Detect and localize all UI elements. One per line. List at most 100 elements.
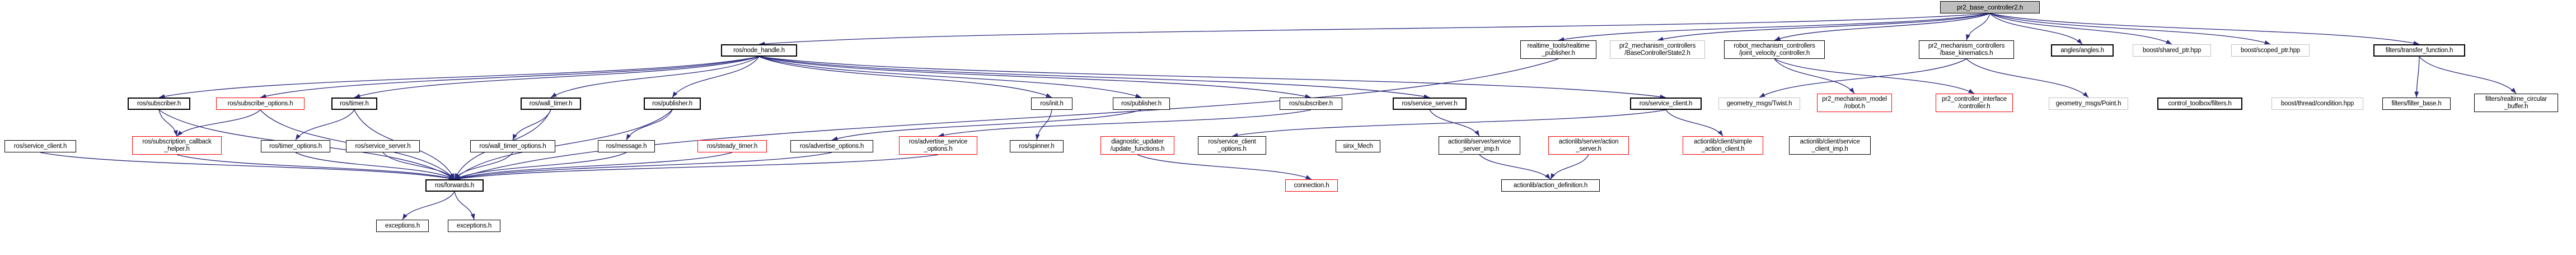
graph-node-label: pr2_mechanism_controllers/base_kinematic… [1928,43,2005,57]
graph-node-label: actionlib/server/service_server_imp.h [1448,138,1511,152]
graph-edge [354,56,760,98]
graph-node-label: exceptions.h [385,222,420,229]
graph-node-n37[interactable]: ros/spinner.h [1010,140,1064,152]
graph-node-n4[interactable]: robot_mechanism_controllers/joint_veloci… [1724,40,1825,59]
graph-node-n48[interactable]: exceptions.h [376,220,429,232]
graph-node-n33[interactable]: ros/message.h [598,140,655,152]
graph-edge [260,56,760,99]
graph-edge [454,152,733,180]
graph-node-n19[interactable]: ros/service_client.h [1630,98,1702,110]
graph-node-label: ros/subscribe_options.h [227,100,293,107]
graph-edge [938,109,1312,137]
graph-node-n44[interactable]: actionlib/client/service_client_imp.h [1789,136,1871,155]
graph-node-label: connection.h [1294,182,1329,189]
graph-edge [758,56,1666,99]
graph-node-n45[interactable]: ros/forwards.h [425,179,484,192]
graph-node-n15[interactable]: ros/init.h [1031,98,1072,110]
graph-node-n30[interactable]: ros/timer_options.h [261,140,330,152]
graph-node-n10[interactable]: ros/subscriber.h [128,98,190,110]
graph-node-n8[interactable]: boost/scoped_ptr.hpp [2231,44,2310,57]
graph-node-n28[interactable]: ros/service_client.h [4,140,76,152]
graph-node-n29[interactable]: ros/subscription_callback_helper.h [132,136,222,155]
graph-edge [176,154,455,180]
graph-node-n13[interactable]: ros/wall_timer.h [521,98,581,110]
graph-node-n5[interactable]: pr2_mechanism_controllers/base_kinematic… [1919,40,2014,59]
graph-node-n49[interactable]: exceptions.h [448,220,500,232]
graph-node-n22[interactable]: pr2_controller_interface/controller.h [1936,94,2013,112]
graph-edge [1774,58,1975,94]
graph-node-label: ros/subscriber.h [1289,100,1333,107]
graph-edge [758,13,1990,47]
graph-node-n16[interactable]: ros/publisher.h [1113,98,1170,110]
graph-node-n14[interactable]: ros/publisher.h [644,98,701,110]
graph-node-label: ros/service_client_options.h [1208,138,1256,152]
graph-edge [454,152,513,180]
graph-node-label: realtime_tools/realtime_publisher.h [1527,43,1590,57]
graph-node-n17[interactable]: ros/subscriber.h [1280,98,1342,110]
graph-node-label: boost/scoped_ptr.hpp [2241,47,2300,54]
graph-edge [626,109,673,141]
graph-node-n12[interactable]: ros/timer.h [331,98,377,110]
graph-edge [454,154,939,181]
graph-node-n9[interactable]: filters/transfer_function.h [2373,44,2465,57]
graph-node-n24[interactable]: control_toolbox/filters.h [2157,98,2242,110]
graph-node-n7[interactable]: boost/shared_ptr.hpp [2133,44,2211,57]
graph-node-n20[interactable]: geometry_msgs/Twist.h [1718,98,1800,110]
graph-node-n40[interactable]: sinx_Mech [1336,140,1380,152]
graph-node-label: boost/shared_ptr.hpp [2142,47,2202,54]
graph-node-n31[interactable]: ros/service_server.h [346,140,420,152]
graph-node-label: ros/timer.h [340,100,369,107]
graph-edge [1966,13,1990,41]
graph-edge [1665,109,1723,137]
graph-node-n32[interactable]: ros/wall_timer_options.h [470,140,555,152]
graph-node-label: ros/init.h [1040,100,1064,107]
graph-node-n41[interactable]: actionlib/server/service_server_imp.h [1439,136,1520,155]
graph-node-n11[interactable]: ros/subscribe_options.h [216,98,305,110]
graph-node-label: ros/advertise_service_options.h [908,138,968,152]
graph-node-n1[interactable]: ros/node_handle.h [721,44,797,57]
graph-node-label: robot_mechanism_controllers/joint_veloci… [1734,43,1815,57]
graph-node-label: angles/angles.h [2060,47,2104,54]
graph-node-label: actionlib/client/simple_action_client.h [1693,138,1753,152]
graph-node-n3[interactable]: pr2_mechanism_controllers/BaseController… [1610,40,1705,59]
graph-node-label: ros/timer_options.h [269,142,322,150]
graph-node-label: pr2_controller_interface/controller.h [1941,96,2007,110]
graph-node-label: geometry_msgs/Twist.h [1726,100,1792,107]
graph-node-n39[interactable]: ros/service_client_options.h [1198,136,1266,155]
graph-node-label: ros/node_handle.h [733,47,785,54]
graph-node-n43[interactable]: actionlib/client/simple_action_client.h [1683,136,1763,155]
graph-node-n0[interactable]: pr2_base_controller2.h [1940,1,2040,13]
graph-node-n23[interactable]: geometry_msgs/Point.h [2049,98,2128,110]
graph-node-label: ros/spinner.h [1019,142,1055,150]
graph-edge [512,109,551,141]
graph-node-label: ros/wall_timer_options.h [479,142,546,150]
graph-node-label: ros/publisher.h [652,100,692,107]
graph-node-n38[interactable]: diagnostic_updater/update_functions.h [1100,136,1174,155]
graph-node-n34[interactable]: ros/steady_timer.h [697,140,767,152]
graph-node-n25[interactable]: boost/thread/condition.hpp [2271,98,2363,110]
graph-edge [1429,109,1480,137]
graph-node-n21[interactable]: pr2_mechanism_model/robot.h [1817,94,1892,112]
graph-node-n6[interactable]: angles/angles.h [2051,44,2114,57]
graph-node-n26[interactable]: filters/filter_base.h [2382,98,2451,110]
graph-node-label: filters/filter_base.h [2391,100,2442,107]
graph-node-n27[interactable]: filters/realtime_circular_buffer.h [2474,94,2558,112]
graph-node-label: filters/realtime_circular_buffer.h [2485,96,2547,110]
graph-edge [1231,109,1666,137]
graph-node-n46[interactable]: connection.h [1285,179,1338,192]
graph-node-n42[interactable]: actionlib/server/action_server.h [1548,136,1629,155]
graph-node-label: ros/service_client.h [13,142,67,150]
graph-node-n18[interactable]: ros/service_server.h [1393,98,1467,110]
graph-node-label: pr2_mechanism_controllers/BaseController… [1619,43,1696,57]
graph-node-n35[interactable]: ros/advertise_options.h [790,140,873,152]
graph-edge [2419,56,2517,94]
graph-node-label: actionlib/server/action_server.h [1558,138,1619,152]
graph-node-n36[interactable]: ros/advertise_service_options.h [899,136,977,155]
graph-node-n47[interactable]: actionlib/action_definition.h [1501,179,1600,192]
graph-node-n2[interactable]: realtime_tools/realtime_publisher.h [1520,40,1596,59]
graph-edge [1989,13,2271,45]
graph-edge [454,191,475,220]
graph-edge [158,109,178,137]
graph-edge [1558,13,1990,41]
